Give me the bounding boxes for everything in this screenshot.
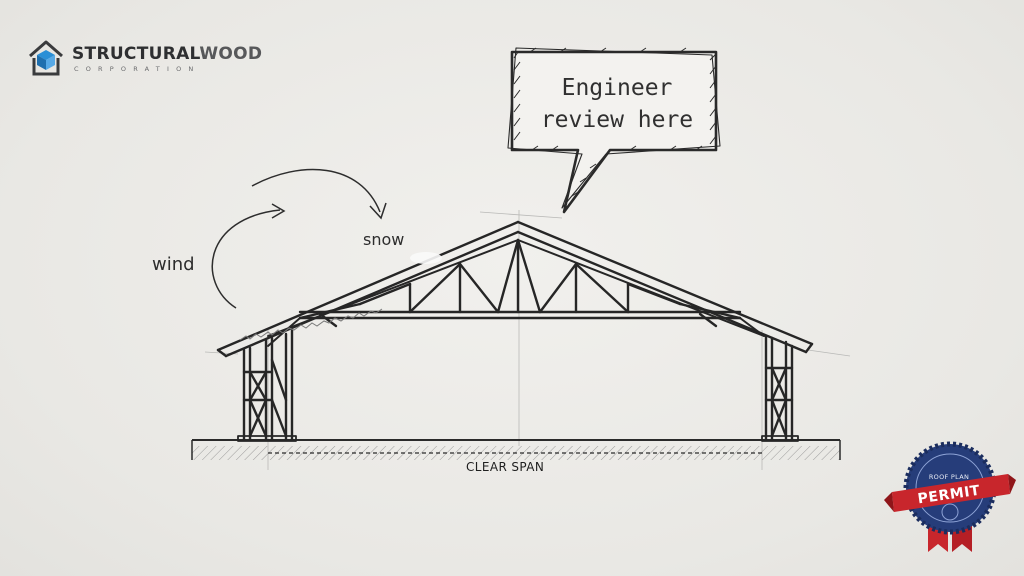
right-column: [761, 334, 799, 442]
wind-arrows: [211, 168, 387, 309]
brand-logo: STRUCTURALWOOD CORPORATION: [26, 38, 262, 78]
seal-top-text: ROOF PLAN: [928, 473, 970, 481]
permit-seal: [884, 441, 1016, 552]
brand-name-bold: STRUCTURAL: [72, 44, 200, 64]
callout-text: Engineer review here: [520, 72, 714, 136]
snow-label: snow: [363, 230, 405, 249]
house-cube-logo-icon: [29, 40, 63, 76]
clear-span-label: CLEAR SPAN: [466, 460, 545, 474]
callout-line-2: review here: [540, 107, 694, 133]
callout-bubble: [507, 47, 721, 214]
brand-name: STRUCTURALWOOD: [72, 44, 262, 64]
brand-subtitle: CORPORATION: [74, 65, 201, 73]
left-column: [237, 328, 297, 442]
brand-name-light: WOOD: [199, 44, 263, 64]
seal-main-text: PERMIT: [916, 482, 982, 508]
snow-on-roof: [239, 252, 442, 341]
permit-seal-text: ROOF PLAN PERMIT: [894, 440, 1004, 556]
construction-lines: [204, 210, 851, 470]
wind-label: wind: [152, 254, 195, 275]
ground-slab: [191, 439, 841, 460]
truss-webs: [298, 238, 742, 328]
callout-line-1: Engineer: [561, 75, 673, 101]
